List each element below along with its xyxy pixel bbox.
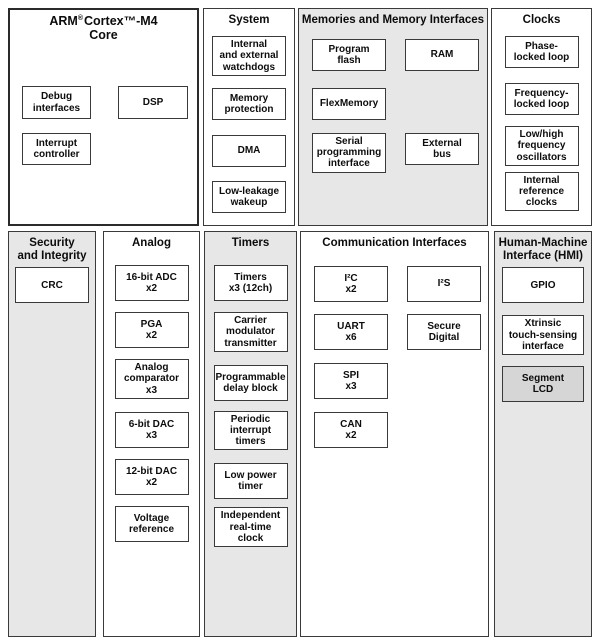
panel-title-clocks: Clocks	[522, 14, 561, 26]
block-serial-programming-interface: Serial programming interface	[312, 133, 386, 173]
block-xtrinsic-touch-sensing: Xtrinsic touch-sensing interface	[502, 315, 584, 355]
memories-right-column: RAM External bus	[405, 37, 479, 165]
block-crc: CRC	[15, 267, 89, 304]
communication-right-column: I²S Secure Digital	[407, 260, 481, 350]
panel-title-communication: Communication Interfaces	[322, 237, 467, 249]
block-programmable-delay-block: Programmable delay block	[213, 364, 288, 401]
block-low-power-timer: Low power timer	[213, 463, 288, 500]
core-title-line2: Core	[89, 28, 118, 43]
block-carrier-modulator-transmitter: Carrier modulator transmitter	[213, 312, 288, 352]
block-oscillators: Low/high frequency oscillators	[504, 126, 579, 166]
block-debug-interfaces: Debug interfaces	[22, 86, 91, 119]
panel-communication: Communication Interfaces I²C x2 UART x6 …	[300, 231, 489, 637]
block-secure-digital: Secure Digital	[407, 314, 481, 350]
block-timers-12ch: Timers x3 (12ch)	[213, 265, 288, 302]
block-program-flash: Program flash	[312, 39, 386, 71]
block-6bit-dac: 6-bit DAC x3	[114, 411, 189, 448]
block-uart: UART x6	[314, 314, 388, 350]
block-internal-reference-clocks: Internal reference clocks	[504, 171, 579, 212]
block-dma: DMA	[212, 134, 286, 167]
panel-hmi: Human-Machine Interface (HMI) GPIO Xtrin…	[494, 231, 592, 637]
block-gpio: GPIO	[502, 267, 584, 304]
block-independent-rtc: Independent real-time clock	[213, 507, 288, 547]
panel-arm-core: ARM®Cortex™-M4 Core Debug interfaces DSP…	[8, 8, 199, 226]
panel-title-security: Security and Integrity	[17, 237, 87, 263]
panel-system: System Internal and external watchdogs M…	[203, 8, 295, 226]
memories-left-column: Program flash FlexMemory Serial programm…	[312, 37, 386, 173]
panel-title-analog: Analog	[132, 237, 171, 249]
block-pll: Phase- locked loop	[504, 36, 579, 69]
block-watchdogs: Internal and external watchdogs	[212, 36, 286, 76]
block-segment-lcd: Segment LCD	[502, 366, 584, 402]
block-ram: RAM	[405, 39, 479, 71]
panel-title-system: System	[228, 14, 270, 26]
block-spi: SPI x3	[314, 363, 388, 399]
block-voltage-reference: Voltage reference	[114, 505, 189, 542]
block-interrupt-controller: Interrupt controller	[22, 133, 91, 165]
block-can: CAN x2	[314, 412, 388, 448]
panel-clocks: Clocks Phase- locked loop Frequency- loc…	[491, 8, 592, 226]
block-low-leakage-wakeup: Low-leakage wakeup	[212, 180, 286, 213]
block-periodic-interrupt-timers: Periodic interrupt timers	[213, 410, 288, 451]
registered-mark: ®	[77, 14, 83, 22]
block-memory-protection: Memory protection	[212, 87, 286, 120]
panel-memories: Memories and Memory Interfaces Program f…	[298, 8, 488, 226]
panel-security: Security and Integrity CRC	[8, 231, 96, 637]
panel-analog: Analog 16-bit ADC x2 PGA x2 Analog compa…	[103, 231, 200, 637]
core-title-line1: ARM®Cortex™-M4	[49, 14, 157, 28]
block-16bit-adc: 16-bit ADC x2	[114, 265, 189, 302]
block-12bit-dac: 12-bit DAC x2	[114, 458, 189, 495]
panel-timers: Timers Timers x3 (12ch) Carrier modulato…	[204, 231, 297, 637]
block-flexmemory: FlexMemory	[312, 88, 386, 120]
block-analog-comparator: Analog comparator x3	[114, 359, 189, 399]
block-i2c: I²C x2	[314, 266, 388, 302]
block-external-bus: External bus	[405, 133, 479, 165]
panel-title-memories: Memories and Memory Interfaces	[301, 14, 485, 26]
block-dsp: DSP	[118, 86, 188, 119]
communication-left-column: I²C x2 UART x6 SPI x3 CAN x2	[314, 260, 388, 448]
block-fll: Frequency- locked loop	[504, 83, 579, 116]
block-i2s: I²S	[407, 266, 481, 302]
core-title-brand: ARM	[49, 14, 78, 28]
panel-title-timers: Timers	[231, 237, 270, 249]
core-title-rest: Cortex™-M4	[84, 14, 158, 28]
block-pga: PGA x2	[114, 312, 189, 349]
panel-title-arm-core: ARM®Cortex™-M4 Core	[49, 14, 157, 43]
panel-title-hmi: Human-Machine Interface (HMI)	[498, 237, 588, 263]
